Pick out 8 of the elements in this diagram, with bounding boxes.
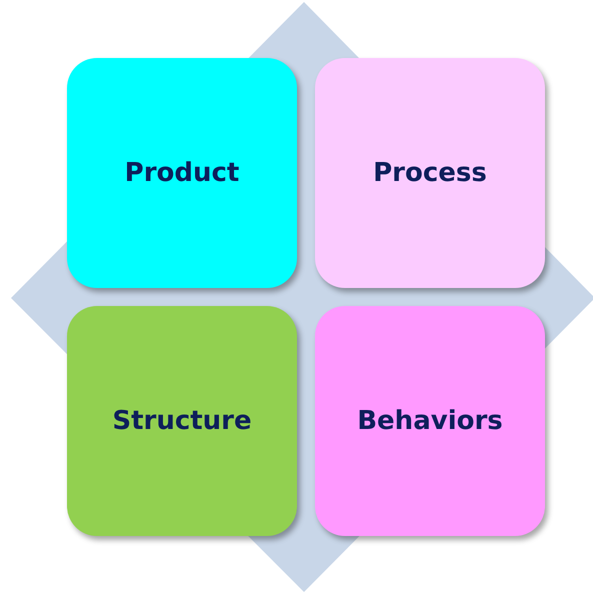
rounded-box [315, 306, 545, 536]
box-label: Structure [112, 406, 252, 436]
rounded-box [67, 306, 297, 536]
box-label: Process [373, 158, 487, 188]
box-label: Behaviors [357, 406, 503, 436]
rounded-box [67, 58, 297, 288]
box-label: Product [124, 158, 240, 188]
rounded-box [315, 58, 545, 288]
